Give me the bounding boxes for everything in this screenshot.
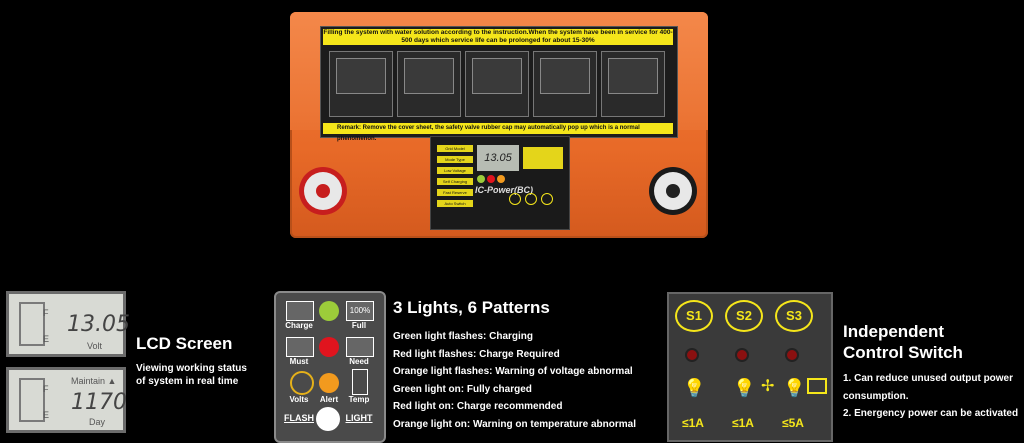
panel-lcd: 13.05	[477, 145, 519, 171]
positive-terminal	[304, 172, 342, 210]
lcd-day-display: F E Maintain ▲ 1170 Day	[6, 367, 127, 433]
pattern-item: Red light on: Charge recommended	[393, 401, 563, 412]
empty-marker: E	[43, 410, 50, 420]
full-marker: F	[43, 384, 49, 394]
lights-title: 3 Lights, 6 Patterns	[393, 298, 550, 317]
instruction-step	[397, 51, 461, 117]
panel-button: Low Voltage	[437, 167, 473, 174]
charge-label: Charge	[285, 321, 313, 330]
light-label: LIGHT	[345, 413, 373, 423]
full-label: Full	[351, 321, 367, 330]
alert-label: Alert	[319, 395, 339, 404]
plug-icon	[286, 301, 314, 321]
bulb-icon: 💡	[783, 378, 806, 398]
sticker-header: Filling the system with water solution a…	[323, 29, 673, 45]
green-light	[319, 301, 339, 321]
instruction-sticker: Filling the system with water solution a…	[320, 26, 678, 142]
switch-led-s1	[687, 350, 697, 360]
lights-panel: 100% Charge Full Must Need Volts Alert T…	[274, 291, 386, 443]
switch-led-s3	[787, 350, 797, 360]
panel-button: Self Charging	[437, 178, 473, 185]
pattern-item: Green light on: Fully charged	[393, 383, 532, 395]
fan-icon: ✢	[761, 378, 775, 395]
switch-key-s3: S3	[775, 300, 813, 332]
panel-button: Fast Reserve	[437, 189, 473, 196]
amp-limit-s1: ≤1A	[682, 416, 704, 430]
need-label: Need	[349, 357, 369, 366]
full-box: 100%	[346, 301, 374, 321]
battery-image: Filling the system with water solution a…	[290, 12, 708, 238]
volt-unit: Volt	[87, 341, 103, 351]
red-light	[319, 337, 339, 357]
bulb-icon: 💡	[683, 378, 706, 398]
switch-key-s2: S2	[725, 300, 763, 332]
white-light	[316, 407, 340, 431]
panel-brand: IC-Power(BC)	[475, 185, 533, 195]
amp-limit-s2: ≤1A	[732, 416, 754, 430]
panel-warning-label	[523, 147, 563, 169]
panel-switch-s3	[541, 193, 553, 205]
battery-level-icon	[19, 302, 45, 346]
panel-switch-s2	[525, 193, 537, 205]
plug-out-icon	[286, 337, 314, 357]
lcd-description: Viewing working status of system in real…	[136, 363, 247, 387]
switch-led-s2	[737, 350, 747, 360]
temp-label: Temp	[348, 395, 370, 404]
panel-switch-s1	[509, 193, 521, 205]
must-label: Must	[289, 357, 309, 366]
orange-light	[319, 373, 339, 393]
volt-value: 13.05	[67, 312, 130, 337]
battery-control-panel: Grid Model Mode Type Low Voltage Self Ch…	[430, 136, 570, 230]
switch-note: consumption.	[843, 390, 909, 402]
panel-button: Grid Model	[437, 145, 473, 152]
switch-title-line2: Control Switch	[843, 343, 963, 362]
plug-in-icon	[346, 337, 374, 357]
pattern-item: Green light flashes: Charging	[393, 331, 534, 342]
day-value: 1170	[71, 390, 127, 415]
instruction-step	[533, 51, 597, 117]
pattern-item: Orange light flashes: Warning of voltage…	[393, 366, 633, 377]
bulb-icon: 💡	[733, 378, 756, 398]
pattern-item: Red light flashes: Charge Required	[393, 348, 560, 360]
full-marker: F	[43, 308, 49, 318]
panel-button: Auto Switch	[437, 200, 473, 207]
lcd-volt-display: F E 13.05 Volt	[6, 291, 130, 357]
lights-pattern-list: Green light flashes: Charging Red light …	[393, 328, 653, 433]
empty-marker: E	[43, 334, 50, 344]
instruction-step	[601, 51, 665, 117]
instruction-step	[465, 51, 529, 117]
switch-title-line1: Independent	[843, 322, 945, 341]
instruction-step	[329, 51, 393, 117]
day-unit: Day	[89, 417, 106, 427]
warning-triangle-icon: ▲	[107, 376, 117, 386]
panel-button: Mode Type	[437, 156, 473, 163]
volts-label: Volts	[289, 395, 309, 404]
pattern-item: Orange light on: Warning on temperature …	[393, 418, 636, 430]
switch-note: 1. Can reduce unused output power	[843, 373, 1014, 384]
sticker-remark: Remark: Remove the cover sheet, the safe…	[323, 123, 673, 142]
switch-notes: 1. Can reduce unused output power consum…	[843, 370, 1021, 423]
switch-note: 2. Energency power can be activated	[843, 408, 1019, 419]
volts-icon	[290, 371, 314, 395]
negative-terminal	[654, 172, 692, 210]
tv-icon	[807, 378, 827, 394]
amp-limit-s3: ≤5A	[782, 416, 804, 430]
switch-panel: S1 S2 S3 💡 💡 ✢ 💡 ≤1A ≤1A ≤5A	[667, 292, 833, 442]
panel-led-orange	[497, 175, 505, 183]
thermometer-icon	[352, 369, 368, 395]
battery-level-icon	[19, 378, 45, 422]
panel-led-green	[477, 175, 485, 183]
switch-key-s1: S1	[675, 300, 713, 332]
lcd-title: LCD Screen	[136, 334, 233, 353]
flash-label: FLASH	[284, 413, 314, 423]
panel-led-red	[487, 175, 495, 183]
maintain-status: Maintain ▲	[71, 376, 117, 386]
